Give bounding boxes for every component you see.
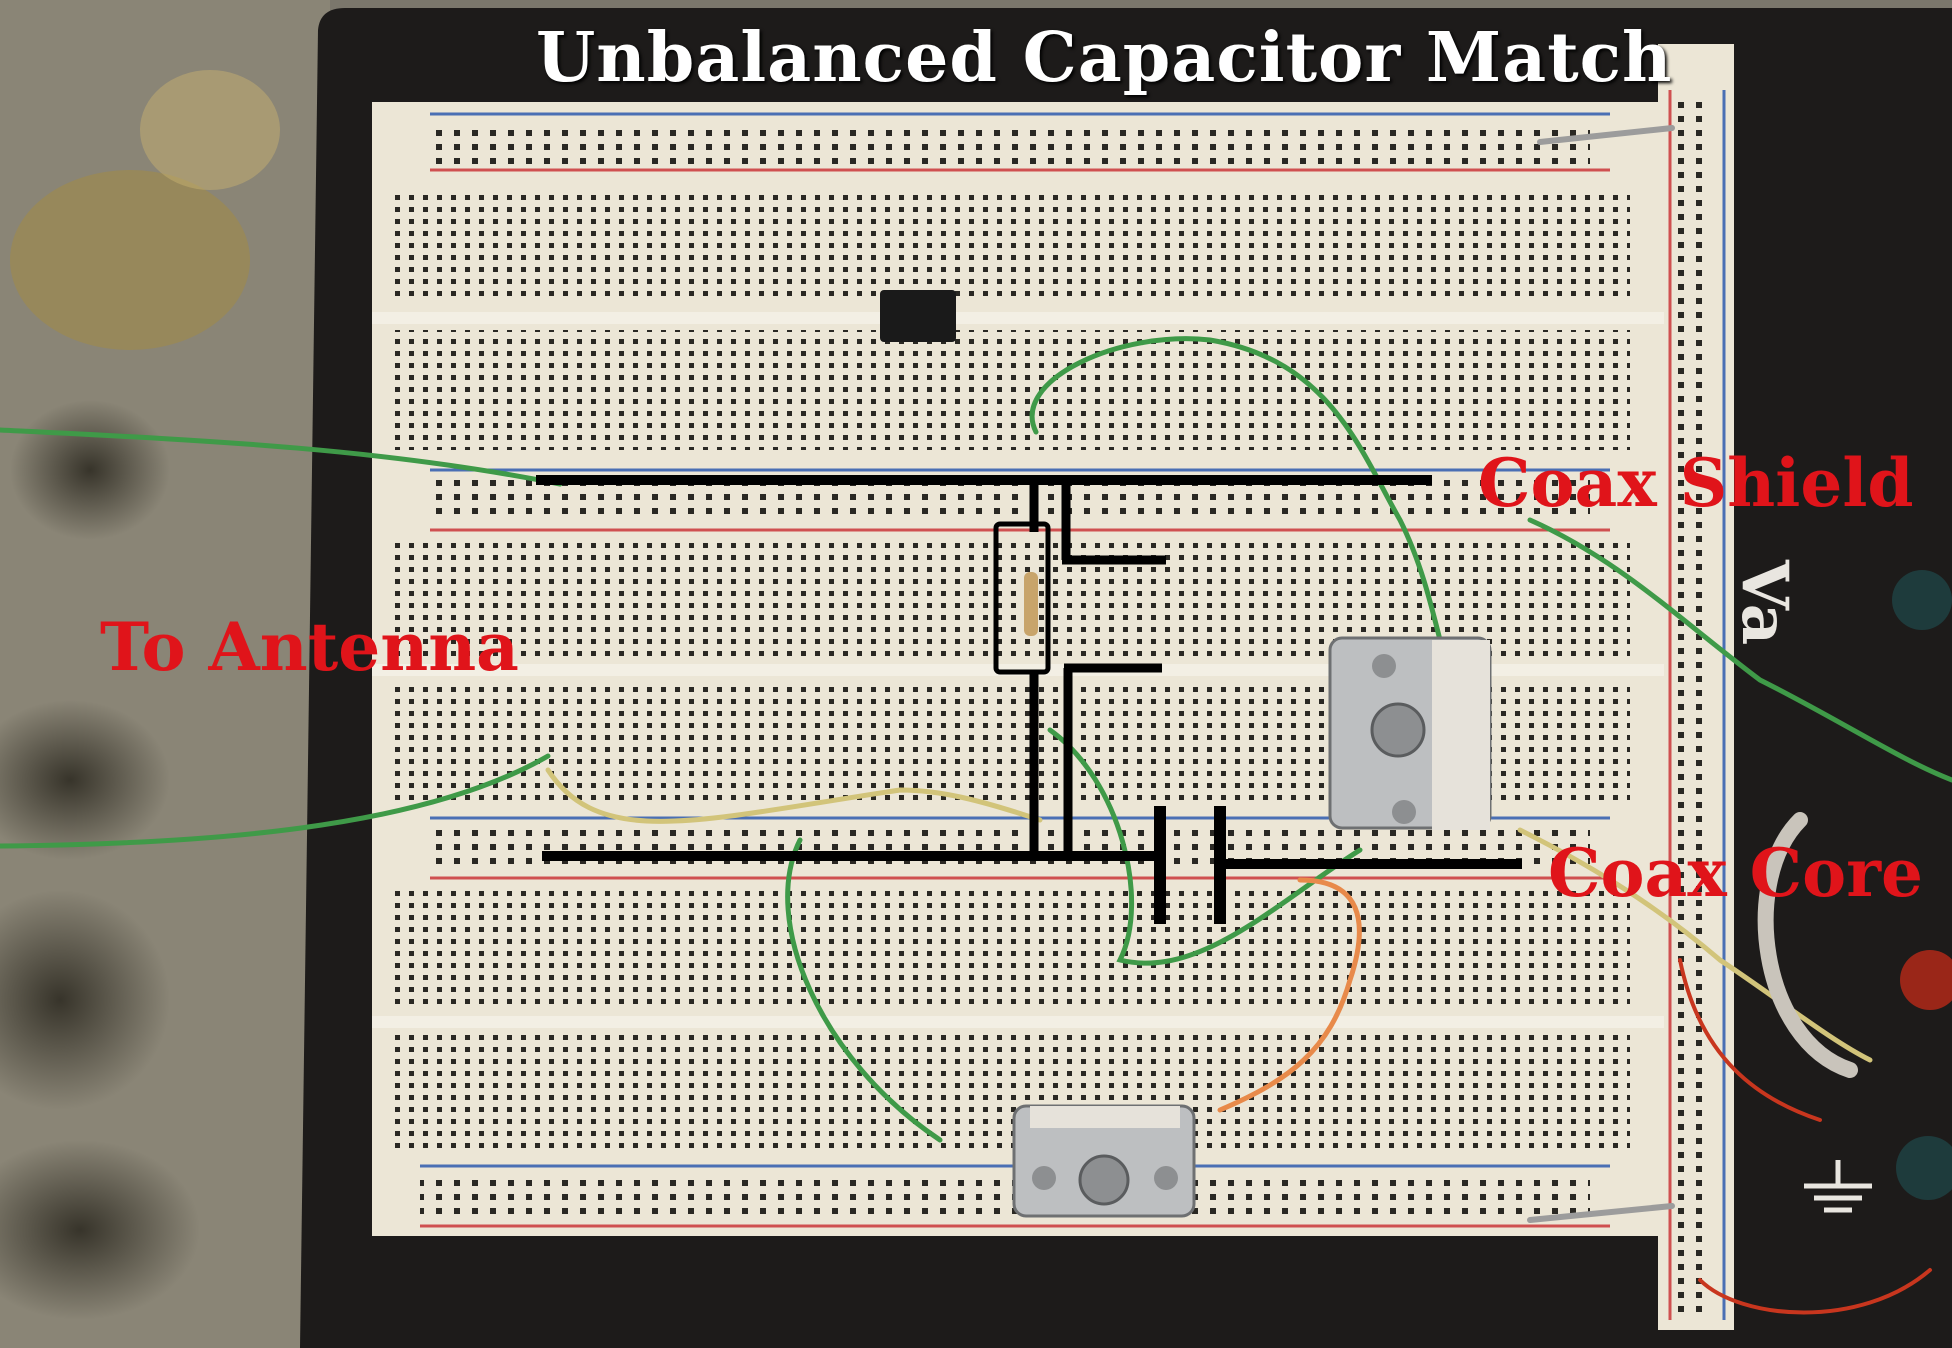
binding-posts	[1892, 570, 1952, 1200]
power-rail-bottom	[420, 1164, 1610, 1228]
resistor-icon	[1024, 572, 1038, 636]
schematic-overlay	[536, 475, 1522, 924]
resistor-symbol	[993, 521, 1051, 675]
ic-chip-icon	[880, 290, 956, 342]
power-rail-top	[430, 112, 1610, 172]
label-to-antenna: To Antenna	[100, 608, 519, 686]
ground-symbol-icon	[1804, 1160, 1872, 1213]
label-coax-shield: Coax Shield	[1478, 444, 1914, 522]
trimmer-capacitor-icon	[1012, 1104, 1196, 1218]
wires	[0, 125, 1952, 1315]
title-text: Unbalanced Capacitor Match	[536, 18, 1673, 98]
label-coax-core: Coax Core	[1548, 834, 1923, 912]
trimmer-capacitor-icon	[1328, 636, 1492, 830]
board-printed-text: Va	[1727, 560, 1802, 646]
